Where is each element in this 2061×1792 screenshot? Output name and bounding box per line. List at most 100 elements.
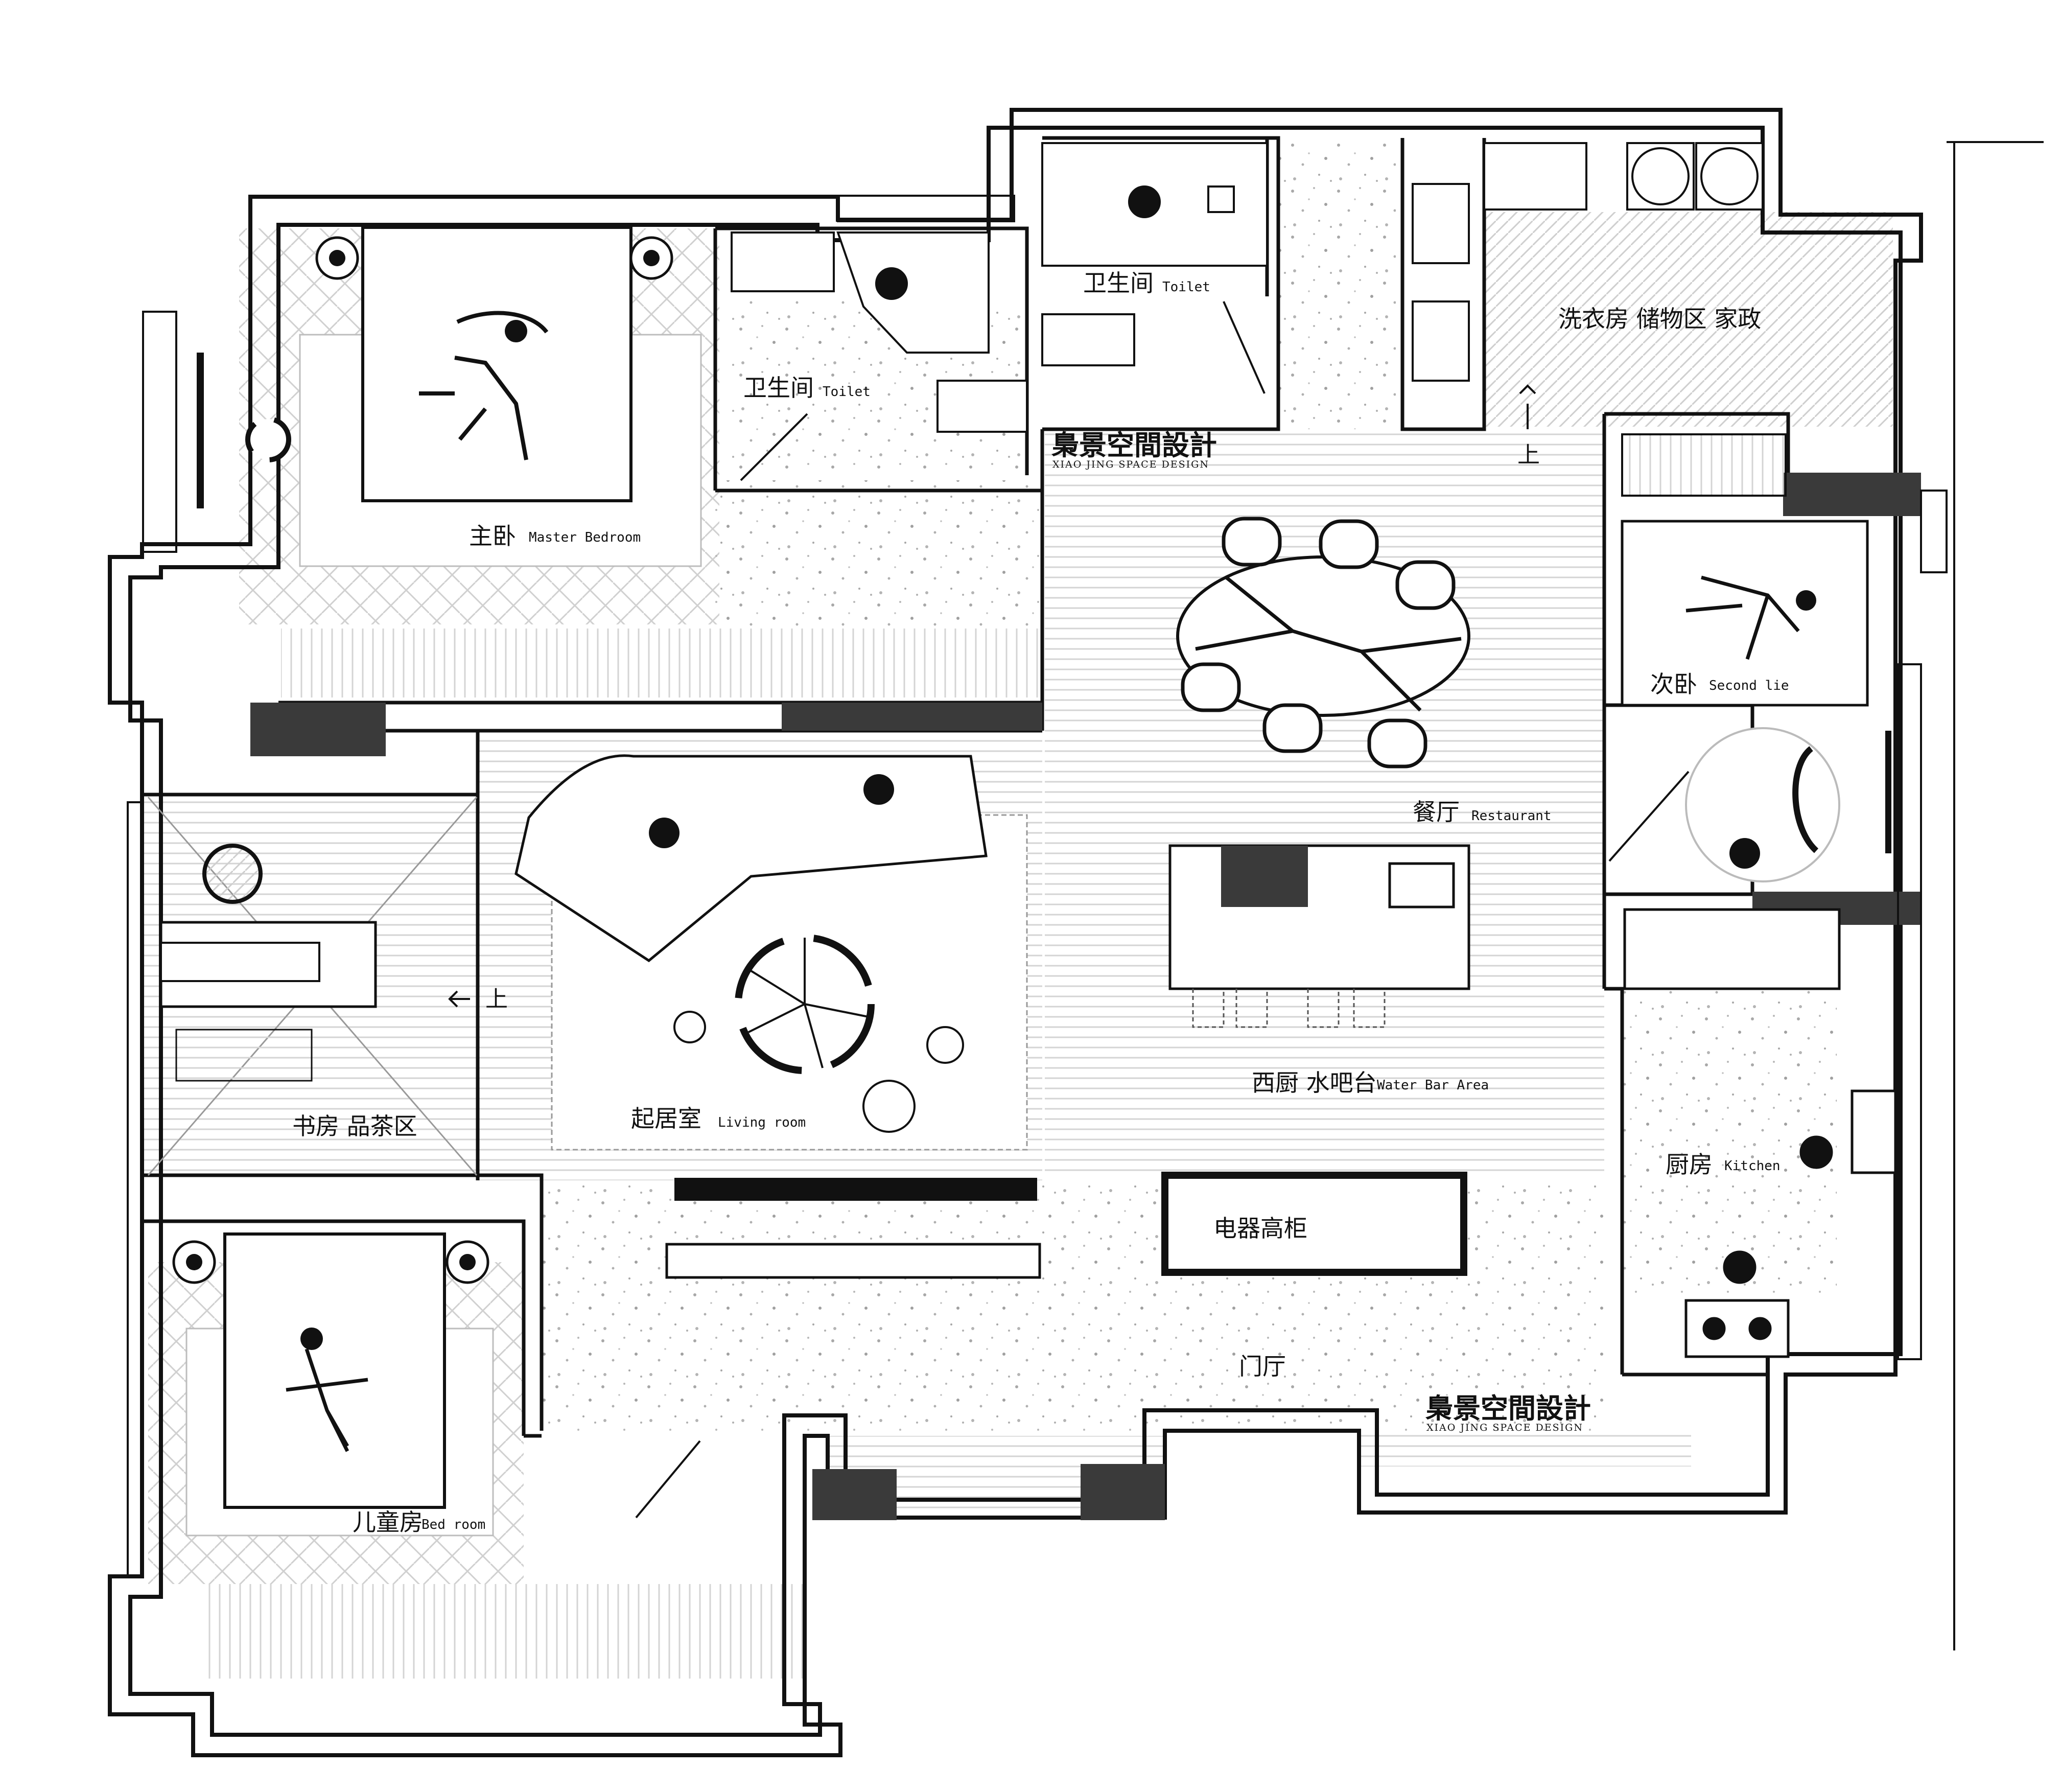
labels: 梟景空間設計 XIAO JING SPACE DESIGN 梟景空間設計 XIA… xyxy=(292,269,1789,1536)
stool xyxy=(1307,989,1340,1028)
appliance-label: 电器高柜 xyxy=(1213,1215,1307,1242)
laundry-fixtures xyxy=(1412,142,1764,382)
toilet-left-fixtures xyxy=(731,231,1028,481)
window-top xyxy=(837,195,1015,222)
coffee-table-spokes xyxy=(748,938,869,1068)
chair xyxy=(1262,703,1323,753)
dining-table-seams xyxy=(1195,576,1462,712)
toilet-left-tub xyxy=(936,380,1028,433)
second-person xyxy=(1685,575,1800,660)
living-person-b-head xyxy=(863,774,894,805)
master-chair xyxy=(245,416,291,462)
chair xyxy=(1181,662,1241,712)
toilet-right-tub xyxy=(1041,313,1135,366)
wall-study xyxy=(142,793,478,1177)
toilet-left-person xyxy=(875,267,908,300)
toilet-right-fixtures xyxy=(1041,142,1268,394)
toilet-right-floor xyxy=(1278,143,1396,429)
master-tv xyxy=(197,353,204,508)
kitchen-fixtures xyxy=(1623,908,1897,1358)
corridor-speckle xyxy=(715,480,1042,629)
stool xyxy=(1235,989,1268,1028)
watermark-bottom-cn: 梟景空間設計 xyxy=(1425,1392,1591,1425)
study-chair xyxy=(202,844,263,904)
column-e xyxy=(812,1469,897,1520)
corridor-stripes xyxy=(281,629,1042,697)
side-table xyxy=(862,1080,916,1133)
toilet-left-shower xyxy=(836,231,990,354)
living-person-a-head xyxy=(649,818,680,848)
kitchen-person-a xyxy=(1799,1135,1833,1169)
kids-lamp-right xyxy=(459,1254,476,1270)
toilet-left-door xyxy=(740,413,808,481)
washer-b-drum xyxy=(1700,147,1759,205)
study-desk-panel xyxy=(160,942,320,982)
toilet-right-cn: 卫生间 xyxy=(1083,269,1154,297)
entry-right-floor xyxy=(1359,1431,1691,1467)
study-label: 书房 品茶区 xyxy=(292,1112,417,1140)
second-bedroom-en: Second lie xyxy=(1709,678,1789,693)
windows xyxy=(127,141,2044,1650)
window-right xyxy=(1897,663,1922,1360)
laundry-hatch xyxy=(1484,212,1893,427)
toilet-right-person xyxy=(1128,185,1161,218)
island-sink xyxy=(1388,862,1455,909)
second-wardrobe xyxy=(1621,433,1787,497)
kids-person xyxy=(286,1348,368,1452)
water-bar-en: Water Bar Area xyxy=(1377,1078,1489,1093)
appliance-cabinet xyxy=(1161,1172,1467,1276)
sectional-sofa xyxy=(514,754,988,963)
column-a xyxy=(250,703,386,756)
master-lamp-left xyxy=(329,250,345,266)
chair xyxy=(1367,718,1427,769)
kitchen-counter-sink xyxy=(1851,1089,1897,1174)
stair-up-top: 上 xyxy=(1517,442,1540,468)
sleeping-person xyxy=(419,311,549,460)
stair-arrow-left xyxy=(448,990,470,1008)
dining-chairs xyxy=(1181,517,1456,769)
chair xyxy=(1222,517,1282,567)
column-b xyxy=(782,703,1042,731)
kids-lower-floor xyxy=(207,1584,805,1679)
laundry-label: 洗衣房 储物区 家政 xyxy=(1558,305,1761,333)
second-person-head xyxy=(1796,590,1816,611)
laundry-sink-top xyxy=(1412,183,1470,264)
second-bedroom-furniture xyxy=(1608,433,1891,882)
window-study xyxy=(127,801,144,1577)
burner-left xyxy=(1702,1317,1726,1340)
master-person-head xyxy=(505,320,527,342)
stair-arrows xyxy=(448,384,1536,1008)
laundry-counter xyxy=(1483,142,1587,211)
watermark-bottom-en: XIAO JING SPACE DESIGN xyxy=(1426,1422,1583,1433)
stair-up-left: 上 xyxy=(485,986,508,1012)
water-bar-cn: 西厨 水吧台 xyxy=(1252,1069,1377,1097)
second-door xyxy=(1608,771,1690,862)
chair xyxy=(1395,560,1456,610)
kids-room-cn: 儿童房 xyxy=(353,1508,423,1536)
wall-laundry xyxy=(1400,138,1486,431)
tv-console xyxy=(674,1178,1037,1201)
burner-right xyxy=(1748,1317,1772,1340)
master-lamp-right xyxy=(643,250,660,266)
toilet-left-en: Toilet xyxy=(823,384,871,400)
window-master xyxy=(142,311,177,553)
island-cooktop xyxy=(1221,846,1308,907)
kids-person-head xyxy=(300,1328,323,1350)
stair-arrow-top xyxy=(1519,384,1536,429)
restaurant-cn: 餐厅 xyxy=(1413,798,1460,826)
kitchen-cn: 厨房 xyxy=(1666,1151,1713,1178)
kitchen-counter-top xyxy=(1623,908,1841,990)
floor-lamp-b xyxy=(926,1026,964,1064)
kitchen-en: Kitchen xyxy=(1724,1158,1781,1174)
kitchen-person-b xyxy=(1723,1250,1756,1284)
second-bedroom-cn: 次卧 xyxy=(1650,670,1697,698)
toilet-right-drain xyxy=(1207,185,1235,213)
kids-room-furniture xyxy=(172,1232,701,1519)
toilet-left-vanity xyxy=(731,231,835,292)
master-bedroom-en: Master Bedroom xyxy=(529,530,641,545)
master-bed xyxy=(197,226,673,508)
watermark-top-en: XIAO JING SPACE DESIGN xyxy=(1052,459,1209,470)
restaurant-en: Restaurant xyxy=(1471,808,1552,824)
window-second xyxy=(1920,490,1948,573)
